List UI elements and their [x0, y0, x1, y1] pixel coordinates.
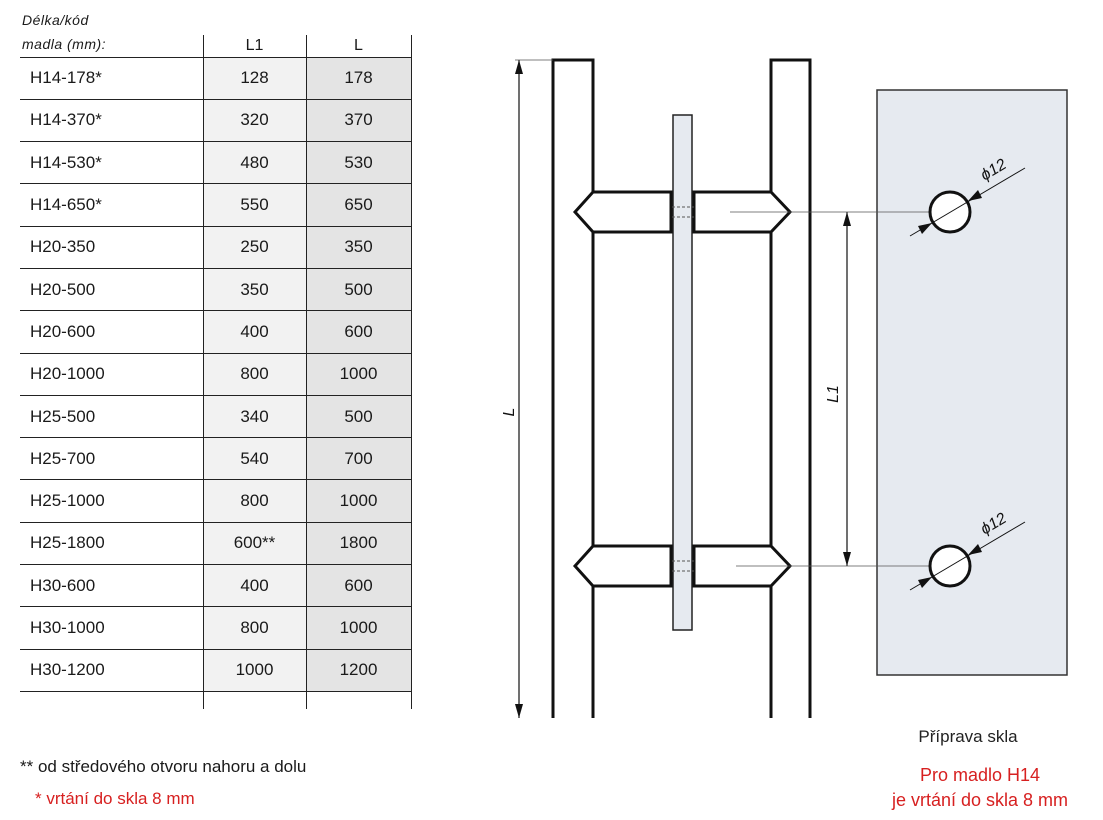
cell-code: H14-530* [20, 141, 204, 185]
cell-l: 1000 [306, 606, 412, 650]
cell-l1: 250 [203, 226, 307, 269]
cell-code: H30-1000 [20, 606, 204, 650]
bottom-left-standoff [572, 544, 673, 588]
note-single-star: * vrtání do skla 8 mm [35, 789, 195, 808]
cell-l: 1000 [306, 353, 412, 396]
left-handle-bar [551, 58, 595, 718]
cell-l1: 600** [203, 522, 307, 566]
cell-l1: 800 [203, 353, 307, 396]
glass-caption: Příprava skla [918, 727, 1018, 746]
arrow-l1-bottom [843, 552, 851, 566]
red-note-line1: Pro madlo H14 [920, 765, 1040, 785]
cell-code: H25-1000 [20, 479, 204, 523]
cell-l: 178 [306, 57, 412, 100]
arrow-l-top [515, 60, 523, 74]
note-double-star: ** od středového otvoru nahoru a dolu [20, 757, 307, 776]
bolt-hidden-lines [672, 206, 694, 572]
cell-code: H20-500 [20, 268, 204, 312]
hole-top-arrow-2 [968, 190, 982, 201]
cell-l1: 340 [203, 395, 307, 439]
hole-top-arrow-1 [918, 223, 932, 234]
cell-code: H14-178* [20, 57, 204, 100]
cell-l: 370 [306, 99, 412, 143]
glass-edge [672, 114, 693, 631]
column-header-l1: L1 [202, 35, 307, 58]
label-l1: L1 [825, 385, 842, 403]
top-left-standoff [572, 190, 673, 234]
cell-l1: 550 [203, 183, 307, 227]
arrow-l1-top [843, 212, 851, 226]
cell-l1: 480 [203, 141, 307, 185]
hole-bottom-arrow-1 [918, 577, 932, 588]
label-l: L [501, 408, 518, 417]
cell-code: H14-370* [20, 99, 204, 143]
cell-code: H20-1000 [20, 353, 204, 396]
cell-l1: 128 [203, 57, 307, 100]
arrow-l-bottom [515, 704, 523, 718]
cell-l: 350 [306, 226, 412, 269]
glass-panel [876, 89, 1068, 676]
cell-l1: 400 [203, 310, 307, 354]
hole-bottom-arrow-2 [968, 544, 982, 555]
table-trailing-cell [20, 691, 204, 710]
cell-l: 600 [306, 310, 412, 354]
table-trailing-cell [203, 691, 307, 710]
cell-code: H30-1200 [20, 649, 204, 692]
cell-code: H25-700 [20, 437, 204, 481]
cell-l: 500 [306, 395, 412, 439]
cell-l1: 800 [203, 606, 307, 650]
cell-l1: 800 [203, 479, 307, 523]
cell-l: 1800 [306, 522, 412, 566]
table-trailing-cell [306, 691, 412, 710]
header-spacer [20, 35, 203, 58]
cell-l1: 350 [203, 268, 307, 312]
cell-l: 650 [306, 183, 412, 227]
cell-l1: 540 [203, 437, 307, 481]
cell-l: 700 [306, 437, 412, 481]
cell-code: H25-1800 [20, 522, 204, 566]
cell-l: 1000 [306, 479, 412, 523]
cell-code: H20-600 [20, 310, 204, 354]
cell-l: 1200 [306, 649, 412, 692]
cell-l1: 400 [203, 564, 307, 608]
column-header-l: L [306, 35, 412, 58]
cell-l: 600 [306, 564, 412, 608]
table-header-line1: Délka/kód [22, 12, 89, 28]
cell-code: H30-600 [20, 564, 204, 608]
cell-code: H20-350 [20, 226, 204, 269]
table-trailing-row [20, 691, 412, 710]
table-header-row: L1 L [20, 35, 412, 58]
cell-l: 530 [306, 141, 412, 185]
cell-code: H14-650* [20, 183, 204, 227]
right-handle-bar [769, 58, 812, 718]
cell-code: H25-500 [20, 395, 204, 439]
cell-l: 500 [306, 268, 412, 312]
red-note-line2: je vrtání do skla 8 mm [891, 790, 1068, 810]
cell-l1: 1000 [203, 649, 307, 692]
cell-l1: 320 [203, 99, 307, 143]
